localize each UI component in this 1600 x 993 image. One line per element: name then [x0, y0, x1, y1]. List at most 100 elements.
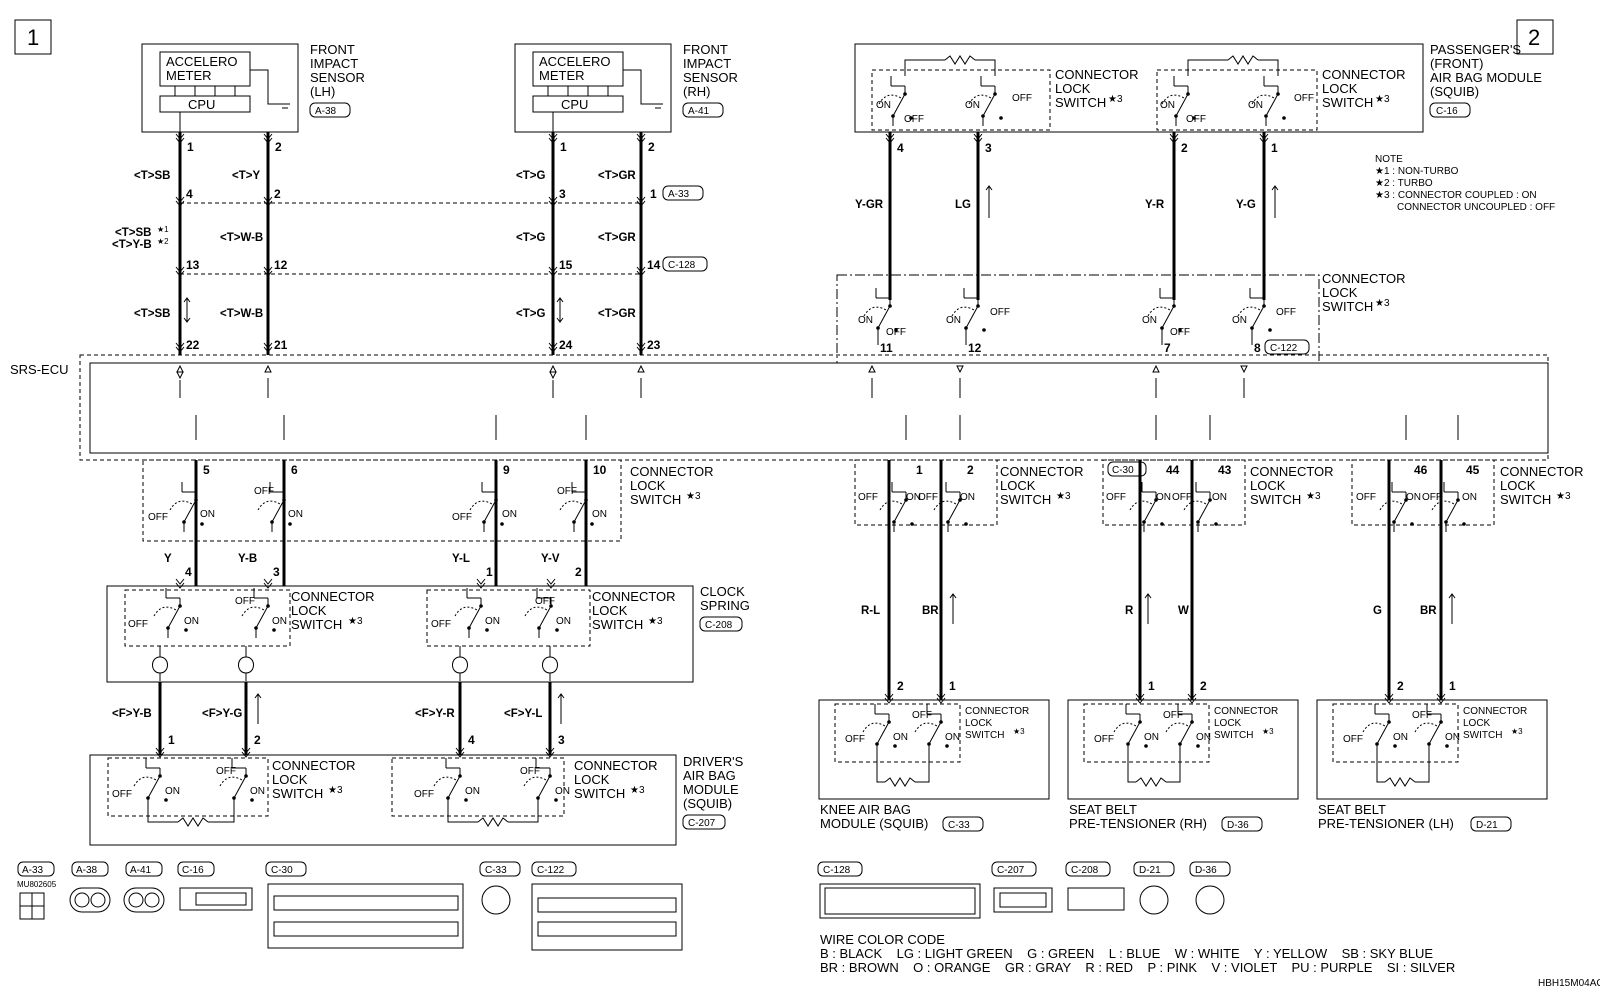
switch-on-label: ON: [465, 786, 480, 797]
connector-c122-label: C-122: [1270, 343, 1298, 354]
star-note: ★3: [1556, 491, 1571, 502]
switch-on-label: ON: [858, 315, 873, 326]
pin: 10: [593, 463, 607, 477]
star-note: ★3: [1511, 727, 1523, 736]
lock-switch-label: SWITCH: [1322, 95, 1373, 110]
conn-label-c128: C-128: [823, 865, 851, 876]
drawing-code: HBH15M04AC: [1538, 978, 1600, 989]
wire-code: <T>SB: [115, 227, 151, 239]
lock-switch-label: SWITCH: [1000, 492, 1051, 507]
lock-switch-label: LOCK: [1322, 81, 1358, 96]
star-note: ★2: [157, 237, 169, 246]
star-note: ★3: [648, 616, 663, 627]
conn-label-c207: C-207: [997, 865, 1025, 876]
switch-on-label: ON: [965, 100, 980, 111]
pin: 2: [254, 733, 261, 747]
switch-off-label: OFF: [1186, 114, 1206, 125]
switch-off-label: OFF: [520, 766, 540, 777]
wire-code: Y-V: [541, 553, 560, 565]
conn-label-c30: C-30: [271, 865, 293, 876]
switch-on-label: ON: [1248, 100, 1263, 111]
switch-off-label: OFF: [216, 766, 236, 777]
passenger-airbag-module: ON OFF ON OFF ON OFF ON OFF CONNECTOR LO…: [854, 42, 1542, 133]
lock-switch-label: CONNECTOR: [272, 758, 356, 773]
wire-code: <T>SB: [134, 170, 170, 182]
star-note: ★1: [157, 225, 169, 234]
pin: 1: [650, 187, 657, 201]
star-note: ★3: [1056, 491, 1071, 502]
pin: 3: [558, 733, 565, 747]
switch-on-label: ON: [165, 786, 180, 797]
lock-switch-label: SWITCH: [1322, 299, 1373, 314]
wire-code: <T>G: [516, 308, 545, 320]
switch-on-label: ON: [1393, 732, 1408, 743]
switch-on-label: ON: [1212, 492, 1227, 503]
switch-on-label: ON: [200, 509, 215, 520]
switch-on-label: ON: [876, 100, 891, 111]
device-connector: C-33: [948, 820, 970, 831]
switch-off-label: OFF: [535, 596, 555, 607]
sensor-rh-connector: A-41: [688, 106, 710, 117]
switch-off-label: OFF: [557, 486, 577, 497]
page-marker-2-text: 2: [1528, 25, 1540, 50]
pin: 2: [897, 679, 904, 693]
lock-switch-label: CONNECTOR: [1322, 67, 1406, 82]
switch-on-label: ON: [1406, 492, 1421, 503]
switch-on-label: ON: [1160, 100, 1175, 111]
lock-switch-label: SWITCH: [1463, 730, 1502, 741]
pin: 6: [291, 463, 298, 477]
pin: 1: [560, 140, 567, 154]
sensor-rh-line1: ACCELERO: [539, 54, 611, 69]
pin: 9: [503, 463, 510, 477]
wire-code: G: [1373, 605, 1382, 617]
lock-switch-label: CONNECTOR: [1500, 464, 1584, 479]
conn-label-c16: C-16: [182, 865, 204, 876]
pin: 14: [647, 258, 661, 272]
wire-code: Y: [164, 553, 172, 565]
sensor-rh-title-4: (RH): [683, 84, 710, 99]
switch-off-label: OFF: [1294, 93, 1314, 104]
switch-off-label: OFF: [431, 619, 451, 630]
sensor-lh-title-2: IMPACT: [310, 56, 358, 71]
lock-switch-label: LOCK: [1214, 718, 1242, 729]
front-impact-sensor-rh: ACCELERO METER CPU FRONT IMPACT SENSOR (…: [514, 42, 738, 133]
lock-switch-label: CONNECTOR: [574, 758, 658, 773]
pin: 46: [1414, 463, 1428, 477]
wire-code: Y-L: [452, 553, 470, 565]
switch-on-label: ON: [288, 509, 303, 520]
c122-lock-switch: ON OFF ON OFF ON OFF ON OFF 11 12 7 8 C-…: [836, 271, 1406, 364]
wire-code: Y-R: [1145, 199, 1165, 211]
star-note: ★3: [1262, 727, 1274, 736]
clock-spring-title: SPRING: [700, 598, 750, 613]
conn-label-a41: A-41: [130, 865, 152, 876]
lock-switch-label: SWITCH: [1250, 492, 1301, 507]
switch-off-label: OFF: [1106, 492, 1126, 503]
lock-switch-label: LOCK: [592, 603, 628, 618]
pin: 4: [185, 565, 192, 579]
switch-off-label: OFF: [990, 307, 1010, 318]
switch-off-label: OFF: [1422, 492, 1442, 503]
sensor-rh-line2: METER: [539, 68, 585, 83]
switch-on-label: ON: [1232, 315, 1247, 326]
pin: 44: [1166, 463, 1180, 477]
sensor-rh-title-1: FRONT: [683, 42, 728, 57]
switch-off-label: OFF: [845, 734, 865, 745]
lock-switch-label: LOCK: [574, 772, 610, 787]
switch-off-label: OFF: [452, 512, 472, 523]
pin: 4: [897, 141, 904, 155]
lock-switch-label: CONNECTOR: [965, 706, 1029, 717]
pin: 24: [559, 338, 573, 352]
pin: 5: [203, 463, 210, 477]
lock-switch-label: SWITCH: [1500, 492, 1551, 507]
sensor-lh-line2: METER: [166, 68, 212, 83]
wire-code: R: [1125, 605, 1134, 617]
pin: 23: [647, 338, 661, 352]
switch-on-label: ON: [906, 492, 921, 503]
pin: 2: [967, 463, 974, 477]
lock-switch-label: LOCK: [1000, 478, 1036, 493]
device-title: SEAT BELT: [1318, 802, 1386, 817]
switch-on-label: ON: [1156, 492, 1171, 503]
pin: 2: [1397, 679, 1404, 693]
star-note: ★3: [630, 785, 645, 796]
wire-code: <T>W-B: [220, 308, 263, 320]
